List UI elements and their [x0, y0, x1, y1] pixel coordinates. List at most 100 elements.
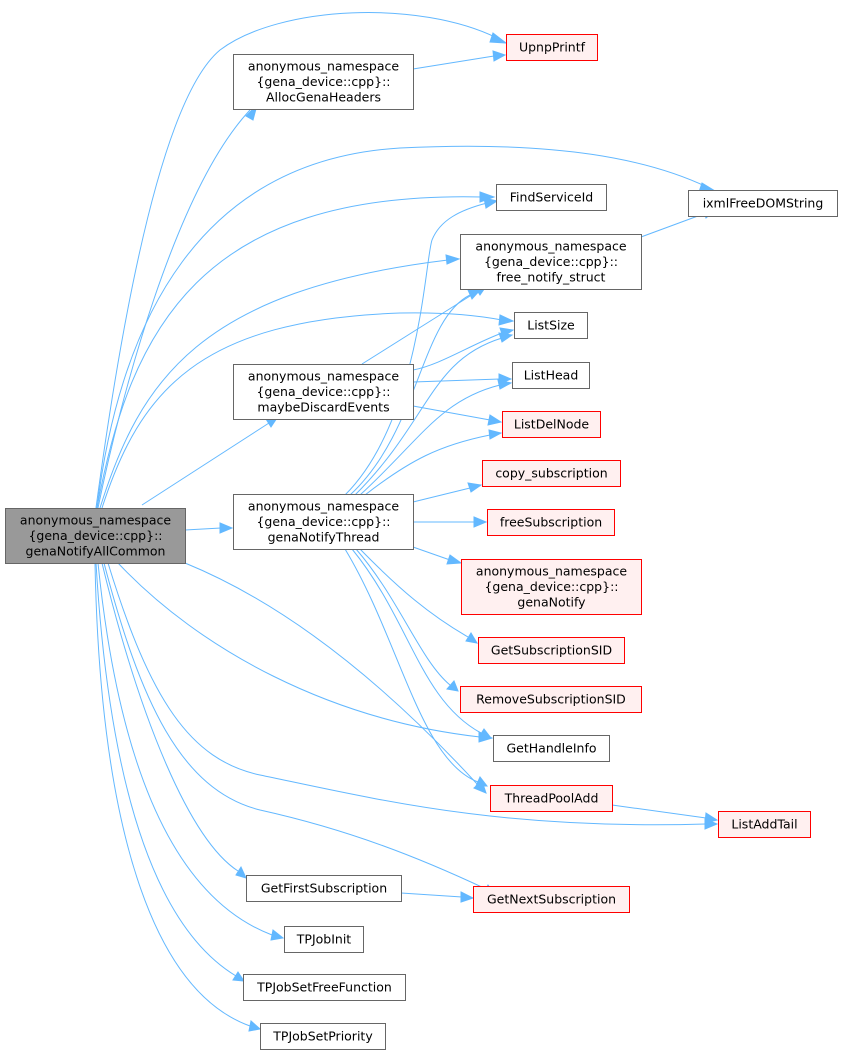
node-root[interactable]: anonymous_namespace{gena_device::cpp}::g… [5, 508, 186, 564]
edge-genathread-freesub [413, 516, 488, 528]
node-tpjobfree[interactable]: TPJobSetFreeFunction [243, 974, 406, 1001]
edge-genathread-threadpooladd [344, 548, 489, 787]
node-threadpooladd[interactable]: ThreadPoolAdd [490, 785, 613, 812]
edge-genathread-removesubsid [355, 548, 459, 692]
listhead-label-line-0: ListHead [524, 368, 579, 383]
edge-threadpooladd-listaddtail [611, 804, 719, 824]
edge-genathread-copysub [412, 482, 483, 503]
freenotify-label-line-0: anonymous_namespace [475, 239, 626, 254]
genathread-label-line-1: {gena_device::cpp}:: [256, 514, 390, 529]
edge-maybediscard-listsize [412, 327, 515, 371]
getnextsub-box[interactable] [473, 886, 630, 913]
getnextsub-label-line-0: GetNextSubscription [487, 892, 616, 907]
freesub-label-line-0: freeSubscription [500, 515, 602, 530]
edge-maybediscard-freenotify [361, 284, 489, 365]
edge-root-findserviceid [96, 191, 496, 509]
node-listaddtail[interactable]: ListAddTail [718, 811, 811, 838]
alloc-label-line-1: {gena_device::cpp}:: [256, 74, 390, 89]
node-genathread[interactable]: anonymous_namespace{gena_device::cpp}::g… [233, 494, 414, 550]
listdelnode-label-line-0: ListDelNode [514, 417, 590, 432]
copysub-label-line-0: copy_subscription [495, 466, 607, 481]
maybediscard-label-line-2: maybeDiscardEvents [257, 400, 389, 415]
edge-root-threadpooladd [184, 562, 487, 794]
maybediscard-label-line-0: anonymous_namespace [248, 369, 399, 384]
upnpprintf-label-line-0: UpnpPrintf [519, 40, 586, 55]
tpjobfree-label-line-0: TPJobSetFreeFunction [256, 980, 392, 995]
edge-root-upnpprintf [95, 12, 508, 509]
node-getnextsub[interactable]: GetNextSubscription [473, 886, 630, 913]
edge-root-genathread [184, 522, 234, 534]
threadpooladd-box[interactable] [490, 785, 613, 812]
edge-maybediscard-listhead [412, 373, 513, 385]
ixml-box[interactable] [688, 190, 838, 217]
root-label-line-2: genaNotifyAllCommon [26, 544, 166, 559]
removesubsid-box[interactable] [460, 686, 642, 713]
listdelnode-box[interactable] [502, 411, 601, 438]
node-listsize[interactable]: ListSize [514, 312, 588, 339]
node-freesub[interactable]: freeSubscription [487, 509, 615, 536]
edge-root-freenotify [99, 254, 461, 509]
copysub-box[interactable] [482, 460, 621, 487]
node-alloc[interactable]: anonymous_namespace{gena_device::cpp}::A… [233, 54, 414, 110]
listhead-box[interactable] [512, 362, 590, 389]
root-label-line-1: {gena_device::cpp}:: [28, 528, 162, 543]
node-listdelnode[interactable]: ListDelNode [502, 411, 601, 438]
node-maybediscard[interactable]: anonymous_namespace{gena_device::cpp}::m… [233, 364, 414, 420]
edge-root-tpjobinit [97, 562, 285, 941]
node-tpjobinit[interactable]: TPJobInit [284, 926, 364, 953]
alloc-label-line-0: anonymous_namespace [248, 59, 399, 74]
listsize-box[interactable] [514, 312, 588, 339]
threadpooladd-label-line-0: ThreadPoolAdd [504, 791, 599, 806]
node-genanotify[interactable]: anonymous_namespace{gena_device::cpp}::g… [461, 559, 642, 615]
maybediscard-box[interactable] [233, 364, 414, 420]
node-upnpprintf[interactable]: UpnpPrintf [506, 34, 598, 61]
alloc-label-line-2: AllocGenaHeaders [266, 90, 381, 105]
getsubsid-label-line-0: GetSubscriptionSID [491, 643, 612, 658]
freesub-box[interactable] [487, 509, 615, 536]
edge-genathread-freenotify [349, 288, 483, 496]
edge-root-maybediscard [141, 417, 278, 506]
genanotify-label-line-2: genaNotify [517, 595, 586, 610]
node-getfirstsub[interactable]: GetFirstSubscription [246, 875, 402, 902]
gethandleinfo-box[interactable] [493, 735, 610, 762]
edge-maybediscard-listdelnode [412, 405, 503, 426]
freenotify-label-line-2: free_notify_struct [497, 270, 606, 285]
removesubsid-label-line-0: RemoveSubscriptionSID [476, 692, 626, 707]
tpjobfree-box[interactable] [243, 974, 406, 1001]
genanotify-label-line-0: anonymous_namespace [476, 564, 627, 579]
freenotify-box[interactable] [460, 234, 642, 290]
alloc-box[interactable] [233, 54, 414, 110]
node-layer: anonymous_namespace{gena_device::cpp}::g… [5, 34, 838, 1050]
root-box[interactable] [5, 508, 186, 564]
tpjobinit-box[interactable] [284, 926, 364, 953]
getfirstsub-box[interactable] [246, 875, 402, 902]
edge-getfirstsub-getnextsub [400, 891, 475, 903]
node-freenotify[interactable]: anonymous_namespace{gena_device::cpp}::f… [460, 234, 642, 290]
maybediscard-label-line-1: {gena_device::cpp}:: [256, 384, 390, 399]
node-listhead[interactable]: ListHead [512, 362, 590, 389]
node-findserviceid[interactable]: FindServiceId [496, 184, 607, 211]
node-copysub[interactable]: copy_subscription [482, 460, 621, 487]
gethandleinfo-label-line-0: GetHandleInfo [506, 741, 596, 756]
findserviceid-box[interactable] [496, 184, 607, 211]
edge-layer [94, 12, 719, 1032]
node-ixml[interactable]: ixmlFreeDOMString [688, 190, 838, 217]
listsize-label-line-0: ListSize [527, 318, 575, 333]
listaddtail-box[interactable] [718, 811, 811, 838]
edge-root-getfirstsub [101, 562, 247, 879]
upnpprintf-box[interactable] [506, 34, 598, 61]
tpjobprio-box[interactable] [260, 1023, 386, 1050]
edge-alloc-upnpprintf [412, 50, 507, 70]
node-gethandleinfo[interactable]: GetHandleInfo [493, 735, 610, 762]
edge-genathread-getsubsid [359, 548, 478, 644]
tpjobprio-label-line-0: TPJobSetPriority [272, 1029, 373, 1044]
node-removesubsid[interactable]: RemoveSubscriptionSID [460, 686, 642, 713]
genanotify-box[interactable] [461, 559, 642, 615]
node-tpjobprio[interactable]: TPJobSetPriority [260, 1023, 386, 1050]
genathread-box[interactable] [233, 494, 414, 550]
getsubsid-box[interactable] [478, 637, 625, 664]
ixml-label-line-0: ixmlFreeDOMString [703, 196, 824, 211]
node-getsubsid[interactable]: GetSubscriptionSID [478, 637, 625, 664]
edge-genathread-genanotify [412, 546, 463, 565]
